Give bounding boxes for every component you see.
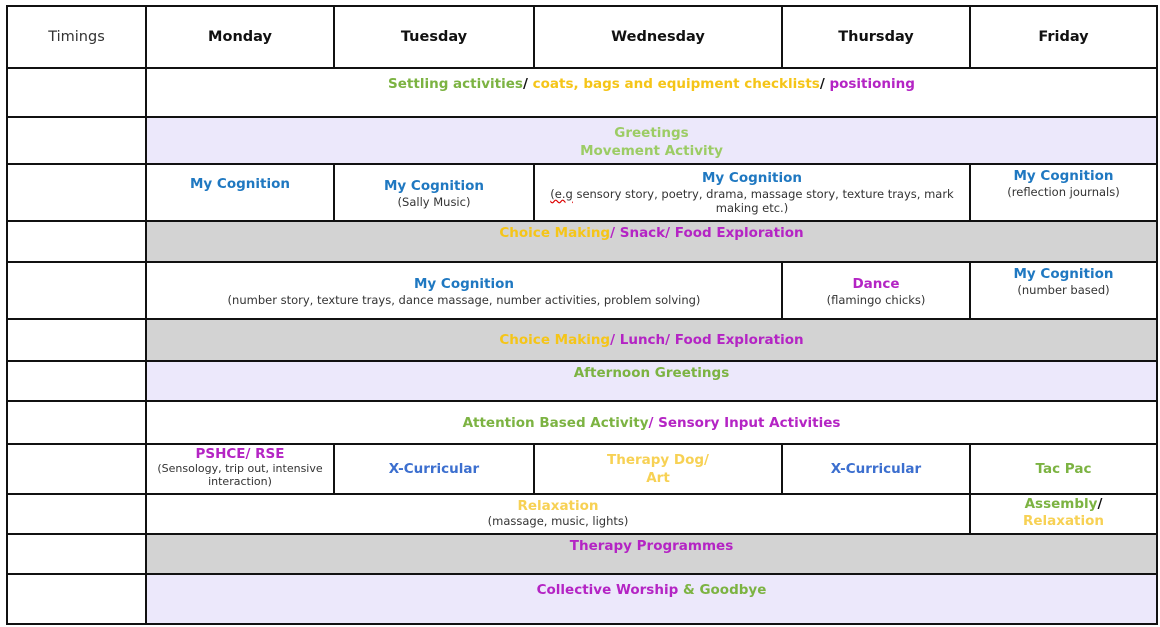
timing-cell	[6, 261, 147, 320]
separator: /	[1097, 496, 1103, 512]
friday-cognition-2-sub: (number based)	[1017, 283, 1110, 297]
assembly-text: Assembly	[1024, 496, 1098, 512]
attention-text: Attention Based Activity	[462, 415, 649, 431]
row-cognition-2: My Cognition (number story, texture tray…	[6, 261, 1158, 320]
montowed-cognition-title: My Cognition	[414, 276, 514, 292]
row-cognition-1: My Cognition My Cognition (Sally Music) …	[6, 163, 1158, 222]
monday-cognition-cell: My Cognition	[145, 163, 335, 222]
positioning-text: positioning	[829, 76, 915, 92]
choice-making-text: Choice Making	[499, 225, 611, 241]
collective-worship-text: Collective Worship	[536, 582, 679, 598]
greetings-cell: Greetings Movement Activity	[145, 116, 1158, 165]
timing-cell	[6, 443, 147, 495]
separator: /	[522, 76, 533, 92]
header-row: Timings Monday Tuesday Wednesday Thursda…	[6, 5, 1158, 69]
xcurricular-text: X-Curricular	[830, 461, 922, 477]
friday-cognition-2-title: My Cognition	[1013, 266, 1114, 282]
dance-title: Dance	[852, 276, 900, 292]
friday-cognition-cell: My Cognition (reflection journals)	[969, 163, 1158, 222]
timing-cell	[6, 318, 147, 362]
goodbye-text: Goodbye	[699, 582, 767, 598]
row-attention: Attention Based Activity/ Sensory Input …	[6, 400, 1158, 445]
thursday-xcurricular-cell: X-Curricular	[781, 443, 971, 495]
timing-cell	[6, 116, 147, 165]
timing-cell	[6, 400, 147, 445]
relaxation-sub: (massage, music, lights)	[487, 514, 629, 528]
row-afternoon-sessions: PSHCE/ RSE (Sensology, trip out, intensi…	[6, 443, 1158, 495]
friday-relaxation-text: Relaxation	[1022, 513, 1105, 529]
friday-assembly-cell: Assembly/ Relaxation	[969, 493, 1158, 535]
friday-tacpac-cell: Tac Pac	[969, 443, 1158, 495]
attention-cell: Attention Based Activity/ Sensory Input …	[145, 400, 1158, 445]
snack-cell: Choice Making/ Snack/ Food Exploration	[145, 220, 1158, 263]
movement-activity-text: Movement Activity	[580, 143, 723, 159]
row-greetings: Greetings Movement Activity	[6, 116, 1158, 165]
row-goodbye: Collective Worship & Goodbye	[6, 573, 1158, 625]
snack-text: Snack/ Food Exploration	[619, 225, 804, 241]
goodbye-cell: Collective Worship & Goodbye	[145, 573, 1158, 625]
header-wednesday: Wednesday	[533, 5, 783, 69]
checklists-text: coats, bags and equipment checklists	[532, 76, 820, 92]
row-therapy: Therapy Programmes	[6, 533, 1158, 575]
ampersand: &	[678, 582, 700, 598]
wednesday-therapy-dog-cell: Therapy Dog/ Art	[533, 443, 783, 495]
tuesday-cognition-title: My Cognition	[384, 178, 484, 194]
header-friday: Friday	[969, 5, 1158, 69]
monday-pshce-cell: PSHCE/ RSE (Sensology, trip out, intensi…	[145, 443, 335, 495]
timing-cell	[6, 573, 147, 625]
montowed-cognition-cell: My Cognition (number story, texture tray…	[145, 261, 783, 320]
timing-cell	[6, 360, 147, 402]
row-lunch: Choice Making/ Lunch/ Food Exploration	[6, 318, 1158, 362]
header-timings: Timings	[6, 5, 147, 69]
row-relaxation: Relaxation (massage, music, lights) Asse…	[6, 493, 1158, 535]
tuesday-xcurricular-cell: X-Curricular	[333, 443, 535, 495]
sensory-input-text: / Sensory Input Activities	[648, 415, 841, 431]
eg-text: (e.g	[550, 187, 573, 201]
friday-cognition-2-cell: My Cognition (number based)	[969, 261, 1158, 320]
tuesday-cognition-sub: (Sally Music)	[397, 195, 471, 209]
afternoon-greetings-cell: Afternoon Greetings	[145, 360, 1158, 402]
row-afternoon-greetings: Afternoon Greetings	[6, 360, 1158, 402]
timing-cell	[6, 220, 147, 263]
header-tuesday: Tuesday	[333, 5, 535, 69]
art-text: Art	[646, 470, 670, 486]
choice-making-text: Choice Making	[499, 332, 611, 348]
pshce-title: PSHCE/ RSE	[195, 446, 285, 462]
header-thursday: Thursday	[781, 5, 971, 69]
therapy-cell: Therapy Programmes	[145, 533, 1158, 575]
tuesday-cognition-cell: My Cognition (Sally Music)	[333, 163, 535, 222]
timing-cell	[6, 493, 147, 535]
separator: /	[610, 225, 620, 241]
therapy-programmes-text: Therapy Programmes	[569, 538, 734, 554]
timetable: Timings Monday Tuesday Wednesday Thursda…	[6, 5, 1158, 625]
settling-cell: Settling activities/ coats, bags and equ…	[145, 67, 1158, 118]
wedthu-cognition-sub: sensory story, poetry, drama, massage st…	[572, 187, 954, 215]
dance-sub: (flamingo chicks)	[826, 293, 926, 307]
friday-cognition-title: My Cognition	[1013, 168, 1114, 184]
header-monday: Monday	[145, 5, 335, 69]
timing-cell	[6, 163, 147, 222]
lunch-text: / Lunch/ Food Exploration	[610, 332, 804, 348]
xcurricular-text: X-Curricular	[388, 461, 480, 477]
lunch-cell: Choice Making/ Lunch/ Food Exploration	[145, 318, 1158, 362]
timing-cell	[6, 533, 147, 575]
wedthu-cognition-title: My Cognition	[702, 170, 802, 186]
greetings-text: Greetings	[614, 125, 689, 141]
timing-cell	[6, 67, 147, 118]
relaxation-cell: Relaxation (massage, music, lights)	[145, 493, 971, 535]
relaxation-title: Relaxation	[517, 498, 599, 514]
pshce-sub: (Sensology, trip out, intensive interact…	[157, 462, 323, 488]
thursday-dance-cell: Dance (flamingo chicks)	[781, 261, 971, 320]
monday-cognition-title: My Cognition	[190, 176, 290, 192]
therapy-dog-text: Therapy Dog/	[607, 452, 709, 468]
row-settling: Settling activities/ coats, bags and equ…	[6, 67, 1158, 118]
montowed-cognition-sub: (number story, texture trays, dance mass…	[227, 293, 701, 307]
friday-cognition-sub: (reflection journals)	[1007, 185, 1120, 199]
row-snack: Choice Making/ Snack/ Food Exploration	[6, 220, 1158, 263]
separator: /	[819, 76, 830, 92]
wedthu-cognition-cell: My Cognition (e.g sensory story, poetry,…	[533, 163, 971, 222]
tacpac-text: Tac Pac	[1035, 461, 1092, 477]
afternoon-greetings-text: Afternoon Greetings	[573, 365, 730, 381]
settling-activities-text: Settling activities	[388, 76, 523, 92]
